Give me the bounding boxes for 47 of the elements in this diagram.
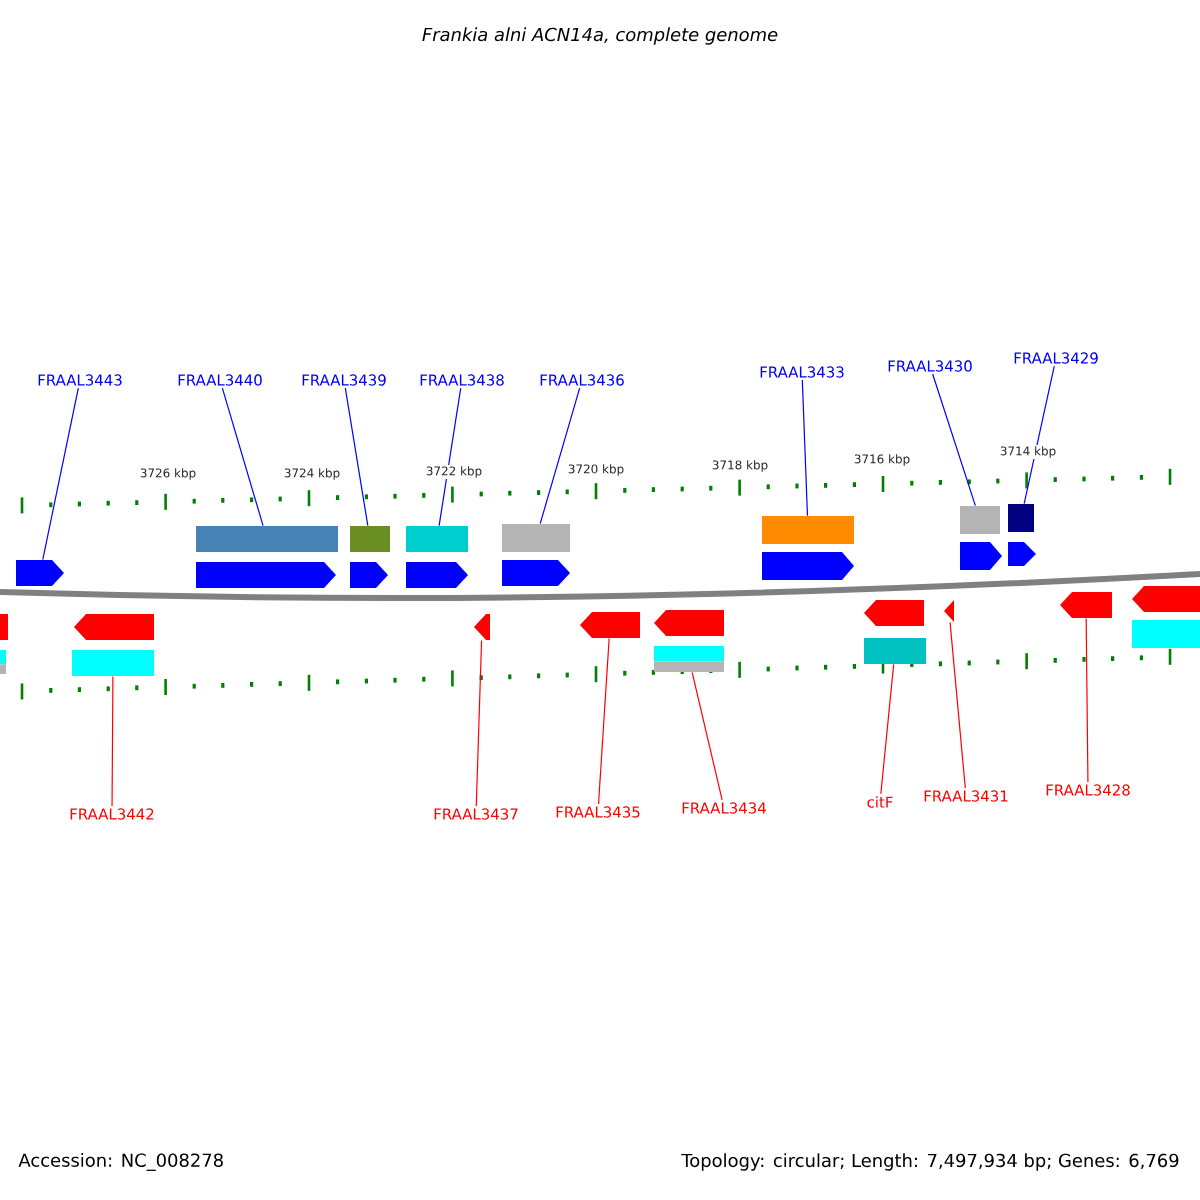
genome-stats-text: Topology: circular; Length: 7,497,934 bp; Genes: 6,769 (681, 1153, 1179, 1171)
gene-box (406, 526, 468, 552)
accession-text: Accession: NC_008278 (18, 1153, 223, 1171)
gene-box (350, 526, 390, 552)
leader-line (1023, 365, 1055, 505)
leader-line (111, 675, 114, 807)
leader-line (221, 387, 264, 527)
leader-line (475, 639, 483, 807)
gene-feature (1132, 586, 1200, 612)
leader-line (597, 637, 610, 805)
gene-feature (74, 614, 154, 640)
gene-box (762, 516, 854, 544)
gene-box (960, 506, 1000, 534)
gene-feature (474, 614, 490, 640)
gene-feature (16, 560, 64, 586)
gene-feature (580, 612, 640, 638)
leader-line (1085, 617, 1089, 783)
leader-line (801, 379, 809, 517)
gene-box (196, 526, 338, 552)
gene-box (1008, 504, 1034, 532)
gene-box (864, 638, 926, 664)
gene-box (72, 650, 154, 676)
leader-line (42, 387, 79, 561)
gene-feature (864, 600, 924, 626)
gene-feature (196, 562, 336, 588)
leader-line (932, 373, 976, 507)
gene-feature (1060, 592, 1112, 618)
title: Frankia alni ACN14a, complete genome (422, 27, 778, 45)
leader-line (344, 387, 369, 527)
leader-line (880, 663, 895, 795)
leader-line (949, 621, 966, 789)
leader-line (539, 387, 581, 525)
gene-feature (1008, 542, 1036, 566)
gene-feature (502, 560, 570, 586)
gene-box (654, 646, 724, 672)
gene-feature (654, 610, 724, 636)
gene-box (0, 650, 6, 674)
gene-feature (960, 542, 1002, 570)
gene-feature (406, 562, 468, 588)
gene-feature (0, 614, 8, 640)
gene-feature (944, 600, 954, 622)
gene-box (1132, 620, 1200, 648)
gene-feature (762, 552, 854, 580)
gene-feature (350, 562, 388, 588)
gene-box (502, 524, 570, 552)
leader-line (691, 671, 723, 801)
leader-line (438, 387, 462, 527)
